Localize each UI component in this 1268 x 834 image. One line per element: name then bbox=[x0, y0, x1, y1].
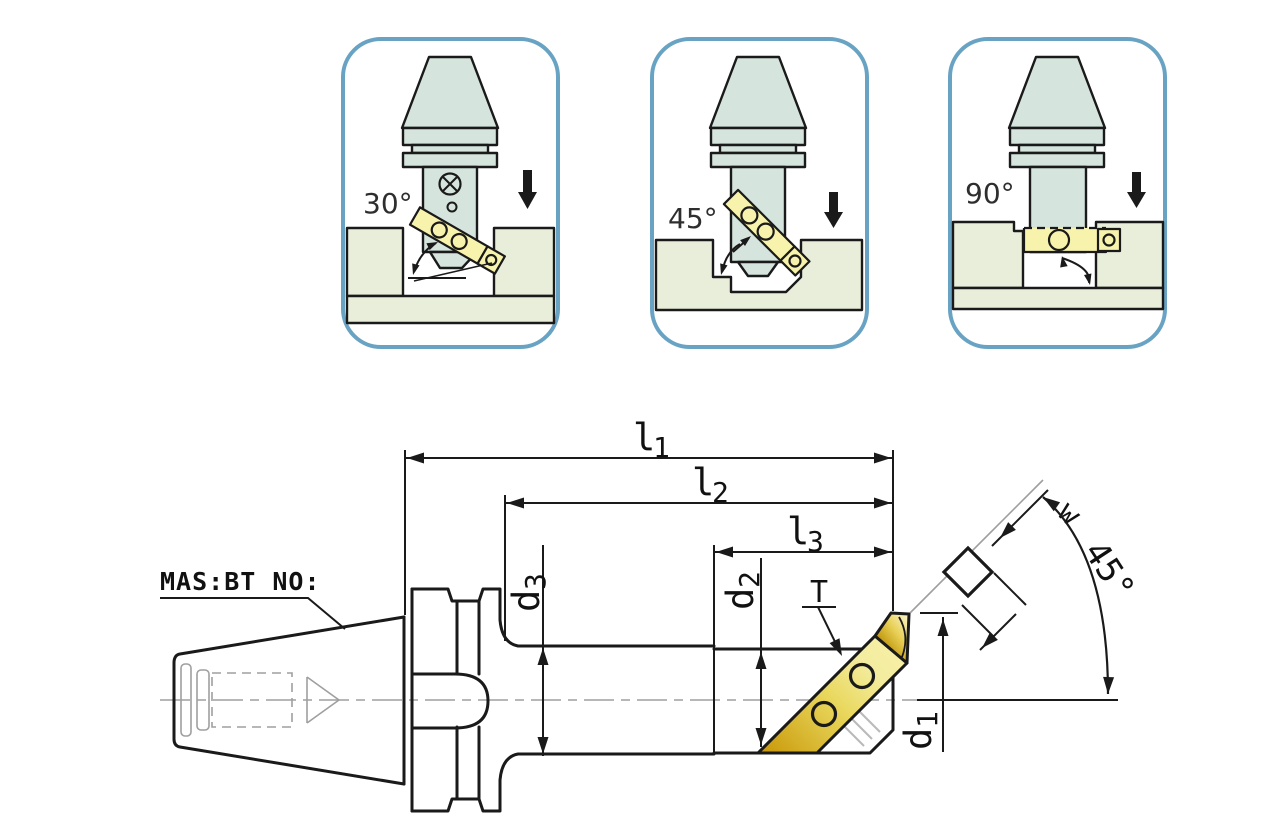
shank-internal-thread bbox=[180, 663, 340, 737]
flange bbox=[410, 587, 716, 813]
clamp-hole bbox=[848, 662, 876, 690]
dim-d2: d 2 bbox=[719, 558, 767, 747]
panel-angle-label: 45° bbox=[668, 202, 718, 235]
cutter-axis-line bbox=[902, 479, 1044, 621]
application-panel-30: 30° bbox=[341, 37, 560, 349]
feed-arrow-icon bbox=[1127, 172, 1146, 208]
dim-d3: d 3 bbox=[505, 545, 552, 756]
cutter-bar-90 bbox=[1022, 226, 1122, 254]
bt-taper-shank bbox=[172, 615, 406, 786]
application-panel-45: 45° bbox=[650, 37, 869, 349]
dim-l3: l 3 bbox=[714, 510, 893, 558]
dim-l3-label: l bbox=[787, 510, 809, 553]
tool-holder-45 bbox=[708, 55, 808, 278]
dim-d3-label: d bbox=[505, 590, 548, 612]
angle-arc bbox=[1042, 496, 1110, 695]
dim-d1-label: d bbox=[897, 728, 940, 750]
application-panel-90: 90° bbox=[948, 37, 1167, 349]
dim-d1: d 1 bbox=[897, 612, 1118, 752]
panel-angle-label: 90° bbox=[965, 177, 1015, 210]
feed-arrow-icon bbox=[518, 170, 537, 209]
dim-d2-sub: 2 bbox=[733, 571, 766, 588]
insert-cutting-edge bbox=[898, 616, 907, 658]
shank-standard-note: MAS:BT NO: bbox=[160, 567, 346, 630]
panel-angle-label: 30° bbox=[363, 187, 413, 220]
chamfer-detail-90 bbox=[1060, 256, 1092, 285]
feed-arrow-icon bbox=[824, 192, 843, 228]
t-mark: T bbox=[802, 575, 842, 656]
dim-d2-label: d bbox=[719, 588, 762, 610]
angle-annotation-45: w 45° bbox=[941, 489, 1142, 695]
dim-l2: l 2 bbox=[505, 461, 893, 509]
t-mark-label: T bbox=[810, 575, 828, 610]
dim-l2-sub: 2 bbox=[712, 476, 729, 509]
dimension-drawing: MAS:BT NO: l 1 l 2 bbox=[160, 416, 1142, 813]
dim-d1-sub: 1 bbox=[911, 711, 944, 728]
carbide-insert bbox=[873, 611, 911, 665]
dim-d3-sub: 3 bbox=[519, 573, 552, 590]
chamfer-detail-45 bbox=[720, 236, 751, 275]
insert-profile-square bbox=[941, 545, 995, 599]
chamfer-detail-30 bbox=[408, 242, 493, 282]
dim-l1-sub: 1 bbox=[653, 431, 670, 464]
cutter-bar-30 bbox=[408, 206, 506, 275]
workpiece-45 bbox=[654, 238, 864, 312]
cutter-bar-45 bbox=[722, 188, 811, 277]
set-screw-icon bbox=[438, 172, 462, 196]
angle-value-label: 45° bbox=[1075, 534, 1142, 607]
cutter-bar bbox=[756, 611, 911, 755]
dim-l1-label: l bbox=[633, 416, 655, 459]
drive-groove bbox=[411, 672, 490, 730]
dim-l1: l 1 bbox=[405, 416, 893, 464]
shank-note-text: MAS:BT NO: bbox=[160, 567, 321, 596]
dim-l3-sub: 3 bbox=[807, 525, 824, 558]
clamp-hole bbox=[810, 700, 838, 728]
dim-l2-label: l bbox=[692, 461, 714, 504]
workpiece-30 bbox=[345, 226, 556, 325]
